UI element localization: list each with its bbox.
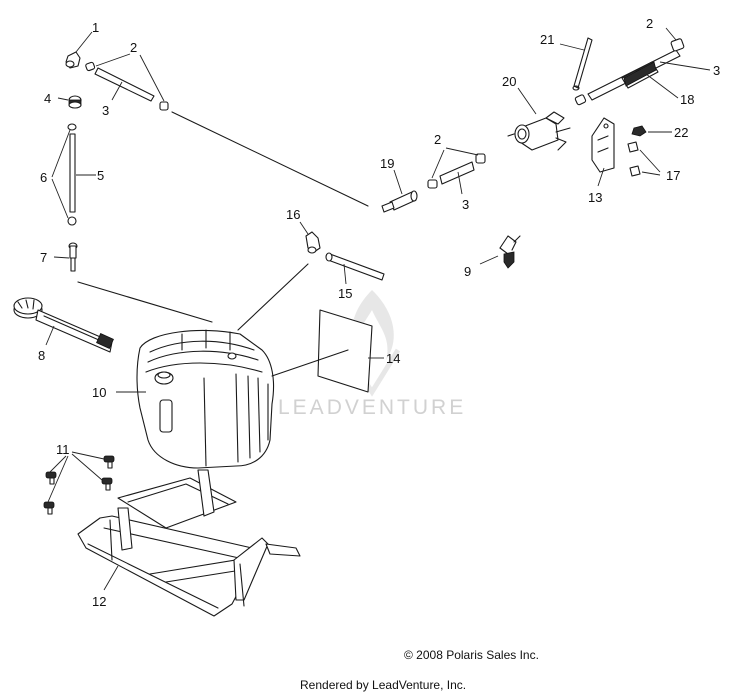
part-8-fuel-cap-sender — [13, 297, 114, 353]
callout-21: 21 — [540, 32, 554, 47]
callout-3-left: 3 — [102, 103, 109, 118]
leader-11b — [47, 455, 69, 503]
callout-8: 8 — [38, 348, 45, 363]
callout-10: 10 — [92, 385, 106, 400]
leader-17b — [641, 171, 661, 176]
callout-22: 22 — [674, 125, 688, 140]
callout-12: 12 — [92, 594, 106, 609]
part-9-clip — [499, 235, 521, 269]
part-20-fuel-pump — [507, 111, 571, 151]
callout-14: 14 — [386, 351, 400, 366]
callout-19: 19 — [380, 156, 394, 171]
leader-9 — [479, 255, 499, 265]
callout-13: 13 — [588, 190, 602, 205]
part-2-clamp-a — [85, 61, 169, 111]
leader-12 — [103, 565, 119, 591]
callout-2-right: 2 — [646, 16, 653, 31]
leader-1 — [75, 31, 93, 53]
part-17-fasteners — [627, 141, 641, 177]
leader-2a — [95, 53, 131, 67]
callout-6: 6 — [40, 170, 47, 185]
part-12-support-frame — [77, 469, 301, 617]
part-13-bracket — [591, 117, 615, 173]
part-10-fuel-tank — [136, 329, 275, 469]
fill-line-link — [77, 281, 213, 323]
part-22-nut — [631, 125, 647, 137]
part-2-clamp-middle — [427, 153, 486, 189]
leader-11a — [49, 455, 67, 473]
leader-6b — [51, 178, 69, 219]
leader-13 — [597, 167, 605, 187]
leader-21 — [559, 43, 585, 51]
copyright-notice: © 2008 Polaris Sales Inc. — [404, 648, 539, 662]
leader-19 — [393, 169, 403, 195]
part-4-grommet — [68, 95, 82, 109]
leader-2b — [139, 54, 165, 102]
leader-2-mid-a — [431, 149, 445, 179]
callout-3-middle: 3 — [462, 197, 469, 212]
part-11-screws — [43, 455, 115, 515]
rendered-by-credit: Rendered by LeadVenture, Inc. — [300, 678, 467, 692]
leader-8 — [45, 325, 55, 346]
callout-9: 9 — [464, 264, 471, 279]
part-2-clamp-right — [670, 38, 685, 52]
callout-1: 1 — [92, 20, 99, 35]
leader-3-left — [111, 81, 123, 101]
leader-11d — [71, 453, 103, 481]
callout-2-left: 2 — [130, 40, 137, 55]
leader-3-mid — [457, 171, 463, 195]
leader-11c — [71, 451, 105, 460]
callout-2-middle: 2 — [434, 132, 441, 147]
part-18-hose-corrugated — [574, 49, 681, 106]
leader-16 — [299, 221, 309, 235]
part-3-hose-left — [94, 67, 155, 102]
leader-17a — [639, 149, 661, 173]
part-3-hose-middle — [439, 161, 475, 185]
callout-15: 15 — [338, 286, 352, 301]
callout-11: 11 — [56, 442, 70, 457]
leader-2-mid-b — [445, 147, 479, 156]
part-5-tube — [69, 133, 76, 213]
callout-20: 20 — [502, 74, 516, 89]
part-7-stem — [68, 242, 78, 272]
callout-18: 18 — [680, 92, 694, 107]
part-16-fitting — [305, 231, 321, 254]
leader-18 — [645, 73, 679, 99]
tank-to-16-link — [237, 263, 309, 331]
leader-20 — [517, 87, 537, 115]
leader-15 — [343, 263, 347, 285]
part-19-fitting — [381, 190, 418, 213]
leader-6a — [51, 129, 71, 178]
leader-4 — [57, 97, 69, 101]
leader-2-right — [665, 27, 677, 41]
leader-7 — [53, 256, 70, 259]
callout-4: 4 — [44, 91, 51, 106]
watermark-text: LEADVENTURE — [278, 396, 466, 419]
callout-3-right: 3 — [713, 63, 720, 78]
part-1-elbow-fitting — [65, 51, 81, 69]
callout-17: 17 — [666, 168, 680, 183]
tank-to-pad-link — [271, 349, 349, 377]
callout-7: 7 — [40, 250, 47, 265]
leader-3-right — [659, 61, 711, 71]
vent-line-link — [171, 111, 369, 207]
callout-16: 16 — [286, 207, 300, 222]
part-21-rod — [572, 37, 593, 91]
callout-5: 5 — [97, 168, 104, 183]
part-15-hose — [325, 252, 385, 281]
part-6-caps — [67, 123, 77, 226]
